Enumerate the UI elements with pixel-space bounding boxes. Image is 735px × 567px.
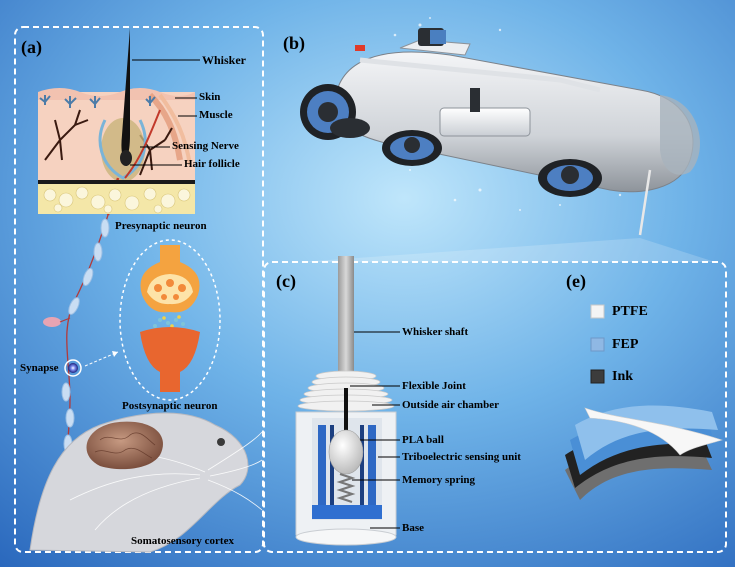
label-hair-follicle: Hair follicle xyxy=(184,158,240,170)
label-skin: Skin xyxy=(199,91,221,103)
rat-head xyxy=(29,412,263,553)
brain xyxy=(86,421,163,470)
layered-film xyxy=(565,405,724,500)
legend-ptfe: PTFE xyxy=(612,304,648,319)
label-postsynaptic: Postsynaptic neuron xyxy=(122,400,218,412)
label-base: Base xyxy=(402,522,424,534)
label-whisker-shaft: Whisker shaft xyxy=(402,326,469,338)
whisker-hair xyxy=(121,28,130,160)
panel-label-a: (a) xyxy=(21,37,42,57)
synapse-ring xyxy=(64,359,82,377)
synapse-zoom-ellipse xyxy=(119,239,221,401)
panel-label-c: (c) xyxy=(276,271,296,291)
label-synapse: Synapse xyxy=(20,362,59,374)
label-cortex: Somatosensory cortex xyxy=(131,535,234,547)
label-flexible-joint: Flexible Joint xyxy=(402,380,466,392)
legend-ink: Ink xyxy=(612,369,634,384)
synapse-illustration xyxy=(140,245,200,392)
label-whisker: Whisker xyxy=(202,53,247,67)
underwater-robot xyxy=(300,28,700,236)
panel-label-b: (b) xyxy=(283,33,305,53)
synapse-dot xyxy=(68,363,78,373)
whisker-root xyxy=(120,150,132,166)
label-triboelectric: Triboelectric sensing unit xyxy=(402,451,521,463)
label-pla-ball: PLA ball xyxy=(402,434,444,446)
panel-c-leaders xyxy=(350,331,400,529)
label-muscle: Muscle xyxy=(199,109,233,121)
label-sensing-nerve: Sensing Nerve xyxy=(172,140,239,152)
synapse-arrow xyxy=(84,351,119,367)
label-outside-air-chamber: Outside air chamber xyxy=(402,399,499,411)
label-memory-spring: Memory spring xyxy=(402,474,476,486)
label-presynaptic: Presynaptic neuron xyxy=(115,220,207,232)
neuron-soma xyxy=(43,317,61,327)
legend-fep: FEP xyxy=(612,337,639,352)
panel-a-leaders xyxy=(130,59,200,166)
panel-e-legend-swatches xyxy=(590,304,605,384)
panel-label-e: (e) xyxy=(566,271,586,291)
panel-ce-frame xyxy=(263,261,727,553)
